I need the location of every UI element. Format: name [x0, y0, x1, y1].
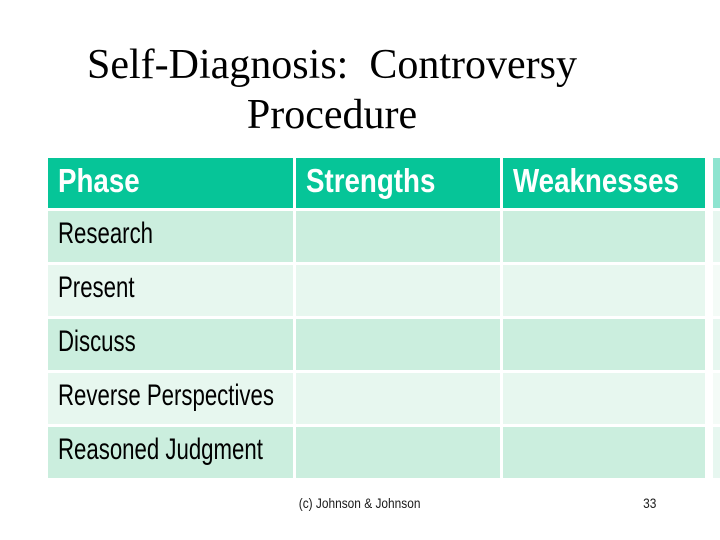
- table-row-reverse-perspectives-weaknesses-cell: [503, 373, 705, 424]
- table-row-discuss-phase-cell: Discuss: [48, 319, 293, 370]
- table-row-present-weaknesses-cell: [503, 265, 705, 316]
- column-header-strengths: Strengths: [296, 158, 500, 208]
- table-row-discuss-weaknesses-cell: [503, 319, 705, 370]
- table-row-reverse-perspectives-strengths-cell: [296, 373, 500, 424]
- row-label: Discuss: [58, 325, 136, 358]
- row-label: Reverse Perspectives: [58, 379, 274, 412]
- page-number: 33: [643, 495, 657, 511]
- table-row-reverse-perspectives-phase-cell: Reverse Perspectives: [48, 373, 293, 424]
- column-header-weaknesses: Weaknesses: [503, 158, 705, 208]
- page-title-line1: Self-Diagnosis: Controversy: [87, 42, 577, 88]
- table-row-present-strengths-cell: [296, 265, 500, 316]
- table-row-present-phase-cell: Present: [48, 265, 293, 316]
- footer-credit: (c) Johnson & Johnson: [299, 495, 421, 511]
- table-row-reasoned-judgment-phase-cell: Reasoned Judgment: [48, 427, 293, 478]
- row-label: Reasoned Judgment: [58, 433, 263, 466]
- table-row-research-strengths-cell: [296, 211, 500, 262]
- procedure-table: Phase Strengths Weaknesses Research Pres…: [48, 158, 705, 478]
- table-row-reasoned-judgment-weaknesses-cell: [503, 427, 705, 478]
- column-header-phase: Phase: [48, 158, 293, 208]
- table-row-research-weaknesses-cell: [503, 211, 705, 262]
- column-header-phase-label: Phase: [58, 161, 140, 199]
- table-row-discuss-strengths-cell: [296, 319, 500, 370]
- page-title-line2: Procedure: [246, 92, 418, 138]
- table-row-reasoned-judgment-strengths-cell: [296, 427, 500, 478]
- column-header-strengths-label: Strengths: [306, 161, 436, 199]
- table-edge-sliver: [713, 158, 720, 478]
- page-title: Self-Diagnosis: Controversy Procedure: [0, 40, 692, 140]
- row-label: Present: [58, 271, 135, 304]
- column-header-weaknesses-label: Weaknesses: [513, 161, 679, 199]
- table-row-research-phase-cell: Research: [48, 211, 293, 262]
- row-label: Research: [58, 217, 154, 250]
